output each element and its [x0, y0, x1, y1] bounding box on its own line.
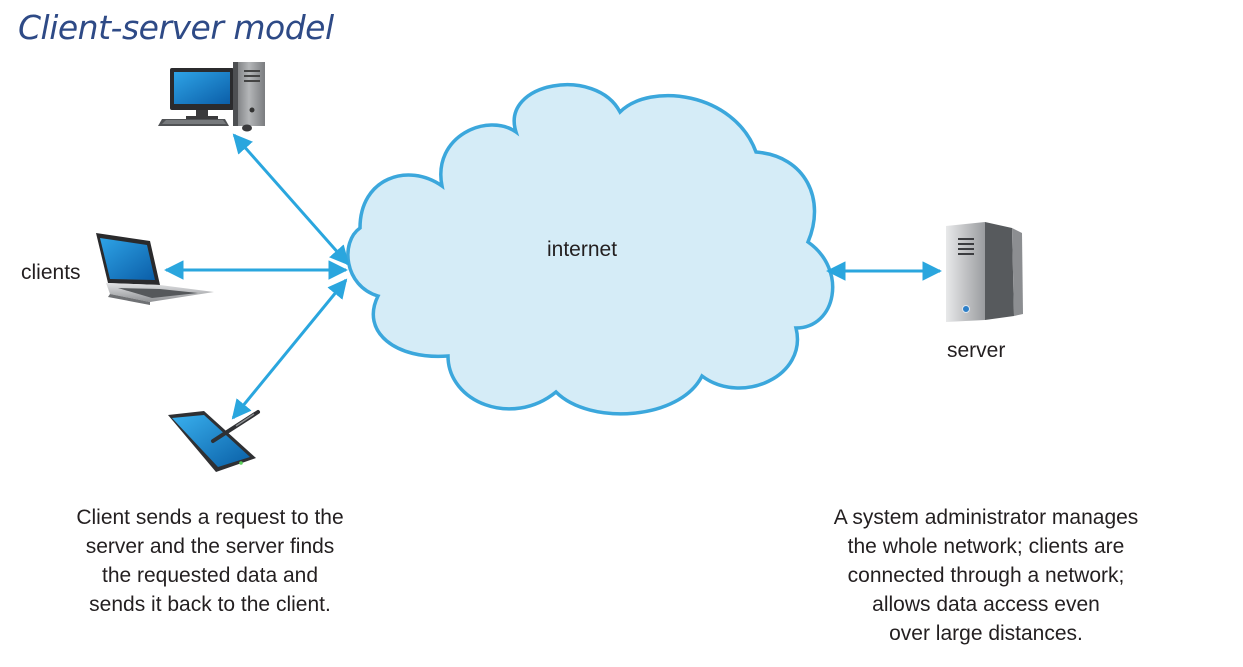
server-caption: A system administrator manages the whole…: [833, 506, 1139, 645]
client-caption: Client sends a request to the server and…: [76, 506, 344, 616]
server-tower-icon: [946, 222, 1023, 322]
laptop-icon: [96, 233, 214, 305]
desktop-computer-icon: [158, 62, 265, 132]
internet-label: internet: [547, 238, 618, 261]
internet-cloud: [346, 83, 835, 416]
tablet-link-arrow: [231, 278, 348, 420]
server-label: server: [947, 339, 1006, 362]
tablet-icon: [168, 410, 260, 472]
clients-label: clients: [21, 261, 81, 284]
connection-arrows: [164, 133, 942, 420]
diagram-title: Client-server model: [18, 8, 334, 47]
desktop-link-arrow: [232, 133, 350, 266]
